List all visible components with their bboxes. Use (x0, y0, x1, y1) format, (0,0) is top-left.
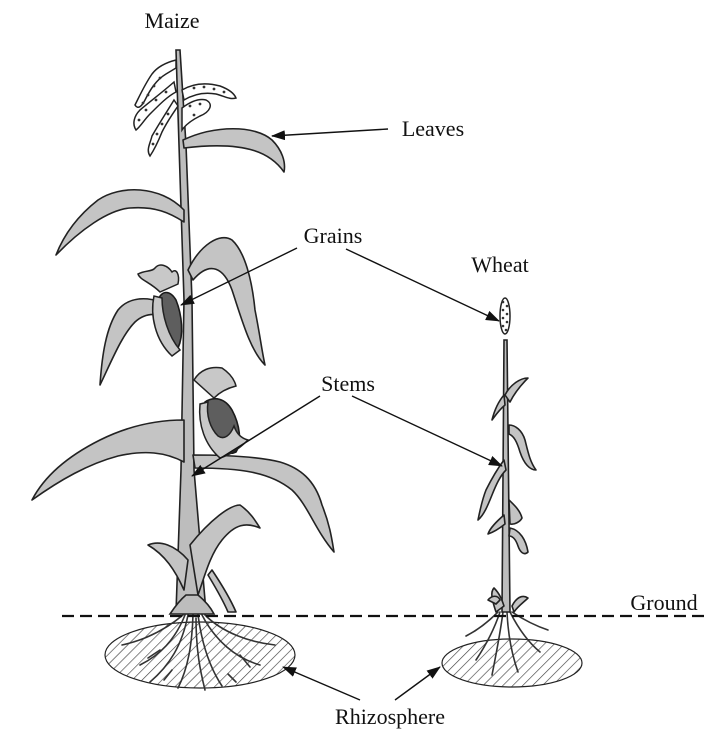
wheat-rhizosphere (442, 639, 582, 687)
rhizosphere-label: Rhizosphere (335, 704, 445, 729)
ground-label: Ground (630, 590, 697, 615)
rhizosphere-arrow-maize (283, 667, 360, 700)
maize-label: Maize (145, 8, 200, 33)
stems-label: Stems (321, 371, 375, 396)
leaves-label: Leaves (402, 116, 464, 141)
wheat-grain-head (500, 298, 510, 334)
stems-arrow-wheat (352, 396, 502, 466)
maize-lower-ear (194, 368, 248, 459)
wheat-label: Wheat (471, 252, 528, 277)
maize-rhizosphere (105, 622, 295, 688)
leaves-arrow (272, 129, 388, 136)
grains-label: Grains (304, 223, 363, 248)
rhizosphere-arrow-wheat (395, 667, 440, 700)
